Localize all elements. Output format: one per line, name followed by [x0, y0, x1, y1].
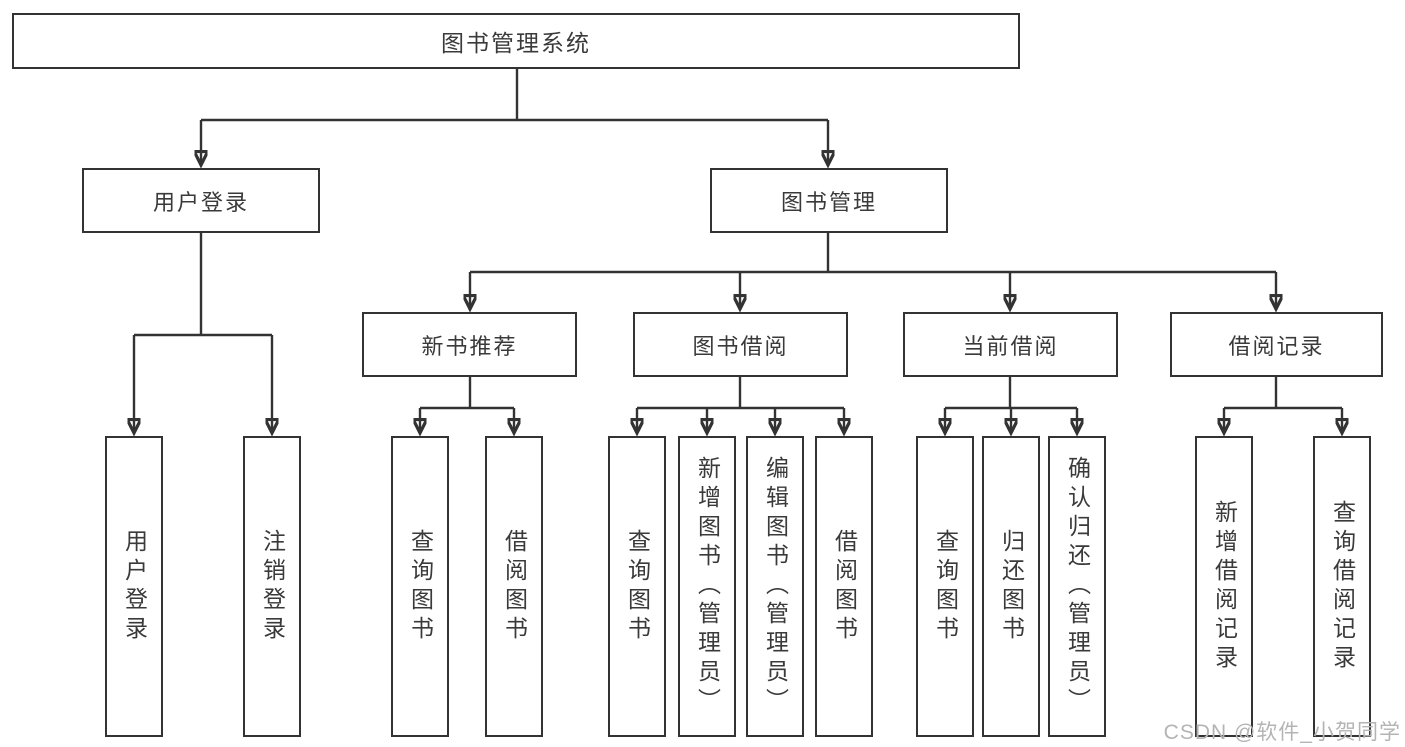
leaf-query-books-current: 查询图书: [916, 436, 974, 737]
leaf-user-login-label: 用户登录: [121, 528, 148, 645]
node-new-book-recommend-label: 新书推荐: [421, 333, 518, 359]
leaf-return-books-label: 归还图书: [998, 528, 1025, 645]
leaf-return-books: 归还图书: [982, 436, 1040, 737]
leaf-query-borrow-record-label: 查询借阅记录: [1329, 499, 1356, 674]
leaf-confirm-return-admin-label: 确认归还（管理员）: [1064, 456, 1091, 717]
node-user-login-label: 用户登录: [152, 189, 249, 215]
leaf-borrow-books-recommend: 借阅图书: [485, 436, 543, 737]
connector-book-management: [470, 233, 1276, 309]
leaf-borrow-books: 借阅图书: [815, 436, 873, 737]
leaf-edit-book-admin-label: 编辑图书（管理员）: [762, 456, 789, 717]
node-library-system: 图书管理系统: [12, 13, 1020, 69]
csdn-watermark: CSDN @软件_小贺同学: [1163, 721, 1401, 744]
connector-current-borrow: [945, 377, 1077, 433]
node-book-management-label: 图书管理: [780, 189, 877, 215]
leaf-confirm-return-admin: 确认归还（管理员）: [1048, 436, 1106, 737]
leaf-logout-label: 注销登录: [259, 528, 286, 645]
leaf-edit-book-admin: 编辑图书（管理员）: [746, 436, 804, 737]
leaf-borrow-books-label: 借阅图书: [831, 528, 858, 645]
leaf-add-borrow-record-label: 新增借阅记录: [1211, 499, 1238, 674]
node-user-login: 用户登录: [82, 168, 320, 233]
leaf-query-books-recommend-label: 查询图书: [407, 528, 434, 645]
leaf-add-book-admin-label: 新增图书（管理员）: [694, 456, 721, 717]
connector-new-book-recommend: [420, 377, 514, 433]
connector-user-login: [134, 233, 272, 433]
connector-book-borrow: [637, 377, 844, 433]
leaf-add-book-admin: 新增图书（管理员）: [678, 436, 736, 737]
node-book-management: 图书管理: [710, 168, 948, 233]
leaf-query-borrow-record: 查询借阅记录: [1313, 436, 1371, 737]
connector-borrow-records: [1224, 377, 1342, 433]
node-library-system-label: 图书管理系统: [441, 30, 591, 56]
connector-root: [201, 69, 828, 165]
node-current-borrow-label: 当前借阅: [962, 333, 1059, 359]
leaf-add-borrow-record: 新增借阅记录: [1195, 436, 1253, 737]
node-borrow-records-label: 借阅记录: [1228, 333, 1325, 359]
leaf-logout: 注销登录: [243, 436, 301, 737]
node-borrow-records: 借阅记录: [1170, 312, 1383, 377]
node-current-borrow: 当前借阅: [903, 312, 1118, 377]
node-book-borrow: 图书借阅: [633, 312, 848, 377]
node-book-borrow-label: 图书借阅: [692, 333, 789, 359]
node-new-book-recommend: 新书推荐: [362, 312, 577, 377]
leaf-query-books-borrow-label: 查询图书: [624, 528, 651, 645]
leaf-query-books-recommend: 查询图书: [391, 436, 449, 737]
leaf-query-books-current-label: 查询图书: [932, 528, 959, 645]
leaf-borrow-books-recommend-label: 借阅图书: [501, 528, 528, 645]
leaf-user-login: 用户登录: [105, 436, 163, 737]
leaf-query-books-borrow: 查询图书: [608, 436, 666, 737]
